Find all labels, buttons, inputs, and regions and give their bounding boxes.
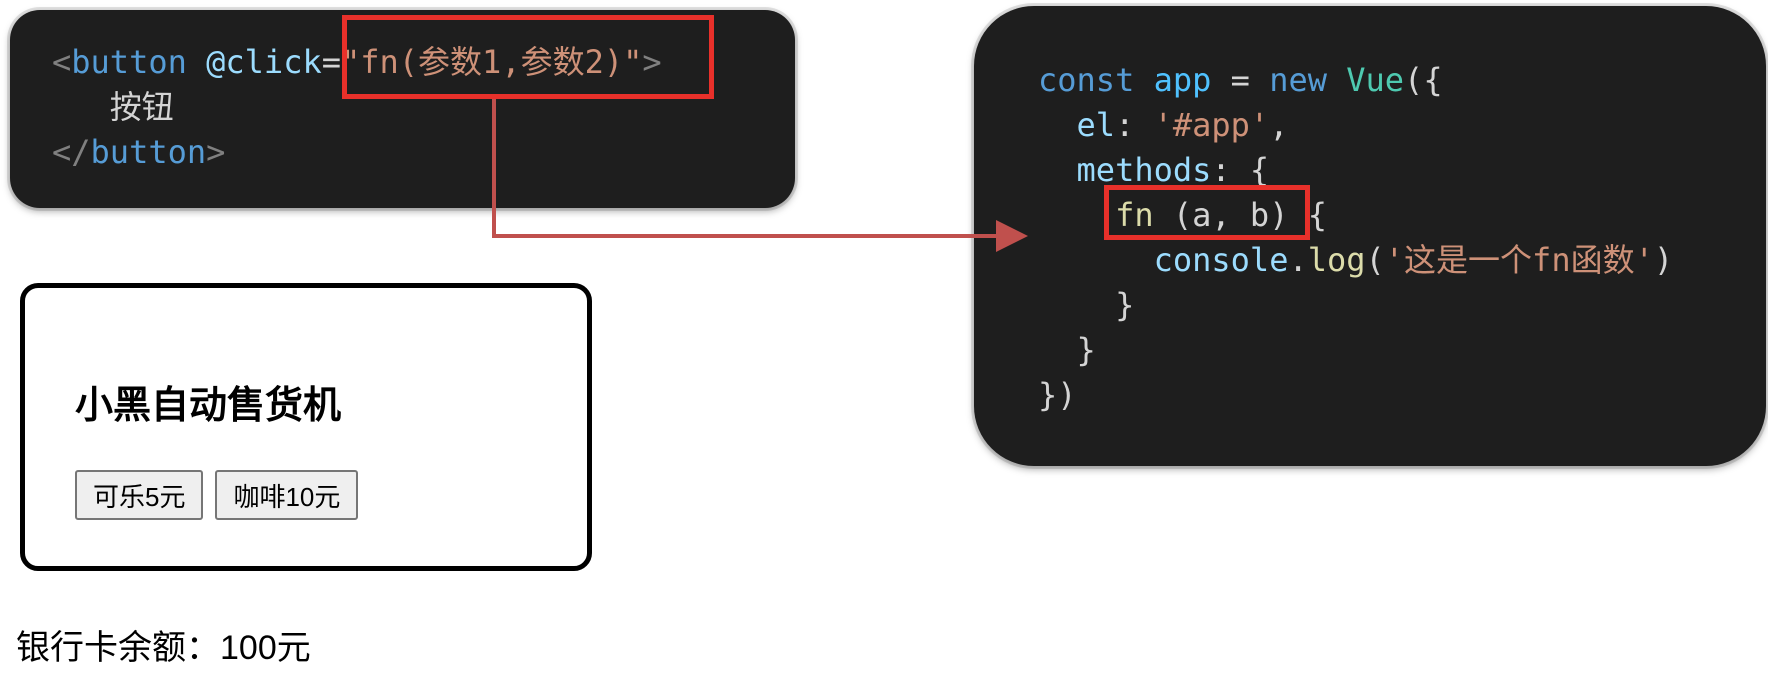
code-token-ident: app [1153,61,1212,99]
code-token-func: fn [1115,196,1154,234]
code-token: = [1211,61,1270,99]
code-line-1: const app = new Vue({ [1038,58,1766,103]
code-token-keyword: new [1269,61,1327,99]
code-token: }) [1038,376,1077,414]
code-line-8: }) [1038,373,1766,418]
code-token-handler-call: "fn(参数1,参数2)" [340,43,643,81]
code-line-button-close: </button> [52,130,795,175]
code-token-params: (a, b) [1153,196,1289,234]
code-token: : [1211,151,1250,189]
code-token-keyword: const [1038,61,1135,99]
code-token: < [52,43,72,81]
code-token-tag: button [71,43,187,81]
code-token: </ [52,133,91,171]
code-token-prop: console [1153,241,1289,279]
code-line-6: } [1038,283,1766,328]
code-token: { [1249,151,1270,189]
code-token: = [321,43,341,81]
vending-machine-title: 小黑自动售货机 [75,385,342,427]
code-token: ( [1365,241,1385,279]
code-token: . [1288,241,1308,279]
code-token-func: log [1307,241,1366,279]
script-code-panel: const app = new Vue({ el: '#app', method… [974,6,1766,466]
code-line-3: methods: { [1038,148,1766,193]
balance-value: 100元 [220,629,311,667]
code-line-5: console.log('这是一个fn函数') [1038,238,1766,283]
code-token: ) [1653,241,1674,279]
code-line-4: fn (a, b) { [1038,193,1766,238]
code-token: > [642,43,662,81]
code-token-prop: methods [1076,151,1212,189]
code-token-tag: button [90,133,207,171]
product-button-group: 可乐5元 咖啡10元 [75,470,359,520]
code-token-class: Vue [1346,61,1405,99]
code-token: ({ [1404,61,1443,99]
code-line-button-open: <button @click="fn(参数1,参数2)"> [52,40,795,85]
code-token: { [1288,196,1327,234]
code-line-2: el: '#app', [1038,103,1766,148]
balance-label: 银行卡余额： [16,629,220,667]
code-token: } [1076,331,1096,369]
code-token: , [1269,106,1289,144]
code-token: : [1115,106,1154,144]
code-token-string: '#app' [1153,106,1270,144]
coffee-button[interactable]: 咖啡10元 [215,470,359,520]
code-token-attr: @click [186,43,322,81]
code-line-button-text: 按钮 [52,85,795,130]
code-token-string: '这是一个fn函数' [1384,241,1654,279]
code-line-7: } [1038,328,1766,373]
highlight-box-handler-call [342,15,714,99]
code-token-prop: el [1076,106,1116,144]
highlight-box-method-signature [1104,185,1310,240]
bank-balance: 银行卡余额：100元 [16,620,311,669]
vending-machine-card: 小黑自动售货机 可乐5元 咖啡10元 [20,283,592,571]
code-token: > [206,133,226,171]
code-token-text: 按钮 [109,88,174,126]
cola-button[interactable]: 可乐5元 [75,470,204,520]
code-token: } [1115,286,1135,324]
